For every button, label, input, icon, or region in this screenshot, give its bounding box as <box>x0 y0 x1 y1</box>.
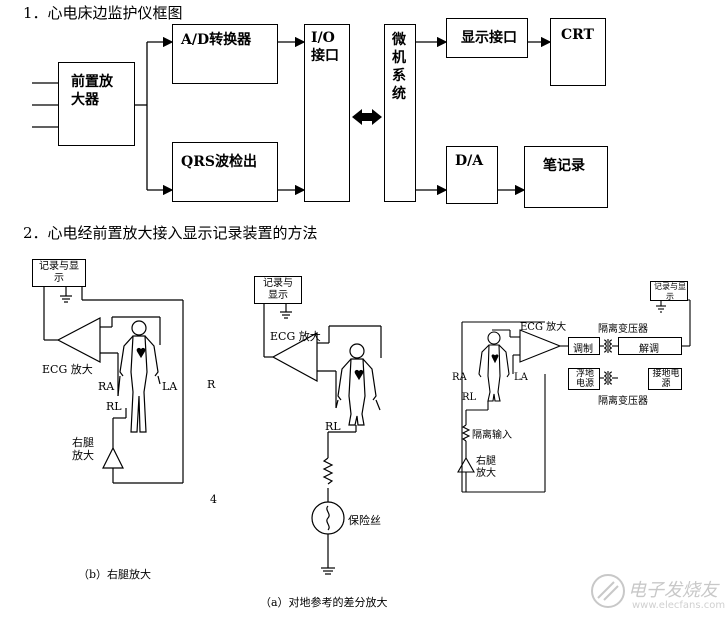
demodulate-label: 解调 <box>639 344 659 355</box>
rl-amp-label-b: 右腿放大 <box>72 436 94 462</box>
record-display-label-b: 记录与显示 <box>39 261 79 284</box>
stray-r-label: R <box>207 378 216 391</box>
rl-label-b: RL <box>106 400 122 413</box>
isolation-transformer-top-label: 隔离变压器 <box>598 324 648 335</box>
modulate-box: 调制 <box>568 337 600 355</box>
record-display-label-a: 记录与显示 <box>263 278 293 301</box>
section2-heading: 2．心电经前置放大接入显示记录装置的方法 <box>23 224 318 242</box>
la-label-c: LA <box>514 372 528 383</box>
adc-block: A/D转换器 <box>172 24 278 84</box>
micro-label: 微机系统 <box>392 32 406 102</box>
watermark-brand: 电子发烧友 <box>628 580 718 601</box>
rl-amp-label-c: 右腿放大 <box>476 456 496 479</box>
preamp-block: 前置放大器 <box>58 62 135 146</box>
la-label-b: LA <box>162 380 178 393</box>
fuse-label-a: 保险丝 <box>348 514 381 527</box>
person-figure-b <box>117 320 161 433</box>
io-label: I/O接口 <box>311 30 339 64</box>
crt-block: CRT <box>550 18 606 86</box>
display-interface-label: 显示接口 <box>461 30 517 46</box>
crt-label: CRT <box>561 27 594 43</box>
record-display-box-b: 记录与显示 <box>32 259 86 287</box>
record-display-label-c: 记录与显示 <box>654 282 686 301</box>
recorder-block: 笔记录 <box>524 146 608 208</box>
rl-label-a: RL <box>325 420 341 433</box>
section1-heading: 1．心电床边监护仪框图 <box>23 4 183 22</box>
watermark-logo <box>591 574 625 608</box>
display-interface-block: 显示接口 <box>446 18 528 58</box>
ground-power-box: 接地电源 <box>648 368 682 390</box>
person-figure-c <box>478 331 510 402</box>
ecg-amp-label-a: ECG 放大 <box>270 330 321 343</box>
io-block: I/O接口 <box>304 24 350 202</box>
modulate-label: 调制 <box>573 344 593 355</box>
adc-label: A/D转换器 <box>181 32 252 48</box>
watermark-url: www.elecfans.com <box>632 600 726 611</box>
da-block: D/A <box>446 146 498 204</box>
ecg-amp-label-c: ECG 放大 <box>520 322 567 333</box>
recorder-label: 笔记录 <box>543 158 585 174</box>
preamp-label: 前置放大器 <box>71 74 113 108</box>
caption-b: （b）右腿放大 <box>78 568 152 581</box>
micro-block: 微机系统 <box>384 24 416 202</box>
record-display-box-c: 记录与显示 <box>650 281 688 301</box>
isolation-transformer-bottom-label: 隔离变压器 <box>598 396 648 407</box>
stray-four-label: 4 <box>210 493 217 506</box>
floating-power-label: 浮地电源 <box>575 369 594 389</box>
floating-power-box: 浮地电源 <box>568 368 600 390</box>
person-figure-a <box>335 343 381 426</box>
ecg-amp-label-b: ECG 放大 <box>42 363 93 376</box>
rl-label-c: RL <box>462 392 477 403</box>
qrs-block: QRS波检出 <box>172 142 278 202</box>
ra-label-b: RA <box>98 380 115 393</box>
ra-label-c: RA <box>452 372 467 383</box>
record-display-box-a: 记录与显示 <box>254 276 302 304</box>
ground-power-label: 接地电源 <box>652 369 680 389</box>
da-label: D/A <box>455 153 484 169</box>
demodulate-box: 解调 <box>618 337 682 355</box>
isolated-input-label: 隔离输入 <box>472 430 512 441</box>
qrs-label: QRS波检出 <box>181 154 257 170</box>
caption-a: （a）对地参考的差分放大 <box>260 596 388 609</box>
